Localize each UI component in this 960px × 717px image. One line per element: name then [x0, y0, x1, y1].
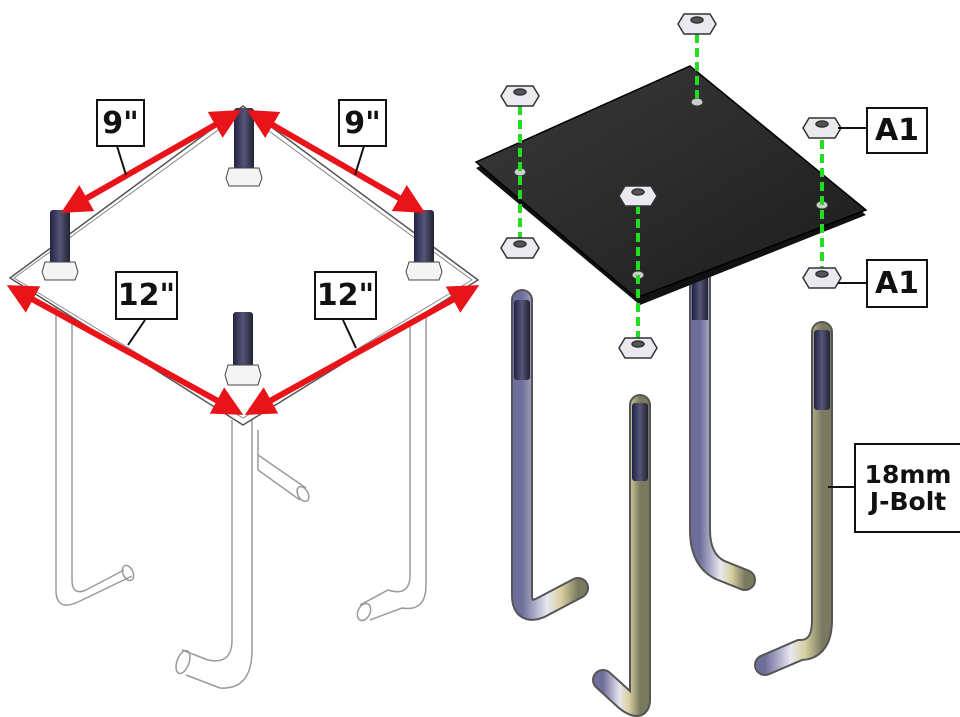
j-bolt-front — [592, 394, 651, 717]
arrow-back-left — [60, 110, 242, 213]
nut-label-bottom: A1 — [866, 259, 928, 308]
j-bolt-back — [689, 259, 756, 591]
dim-label-back-left: 9" — [96, 99, 145, 147]
stud-left — [41, 210, 79, 281]
dim-label-front-right: 12" — [314, 271, 377, 320]
base-plate — [474, 65, 868, 305]
left-j-bolt-outlines — [55, 280, 427, 689]
nut-top-left — [500, 85, 540, 107]
nut-bottom-right — [802, 267, 842, 289]
left-assembly-view — [6, 105, 480, 689]
arrow-front-left — [6, 285, 244, 415]
j-bolt-right — [754, 321, 833, 676]
dimension-leaders — [116, 145, 365, 349]
label-leaders — [828, 127, 866, 488]
j-bolt-left — [511, 289, 589, 621]
right-exploded-view — [474, 13, 868, 717]
arrow-front-right — [244, 285, 480, 415]
hex-nuts — [500, 13, 842, 359]
nut-label-top: A1 — [866, 107, 928, 154]
j-bolt-label: 18mm J-Bolt — [854, 443, 960, 533]
j-bolts — [511, 259, 833, 717]
nut-top-right — [802, 117, 842, 139]
dim-label-front-left: 12" — [115, 271, 178, 320]
nut-bottom-front — [618, 337, 658, 359]
j-bolt-label-type: J-Bolt — [869, 487, 947, 516]
nut-bottom-left — [500, 237, 540, 259]
j-bolt-label-size: 18mm — [864, 460, 952, 489]
alignment-guides — [518, 34, 824, 340]
nut-top-back — [677, 13, 717, 35]
arrow-back-right — [246, 109, 426, 214]
dim-label-back-right: 9" — [338, 99, 387, 147]
stud-right — [405, 210, 443, 281]
dimension-arrows — [6, 109, 480, 415]
nut-top-front — [618, 185, 658, 207]
